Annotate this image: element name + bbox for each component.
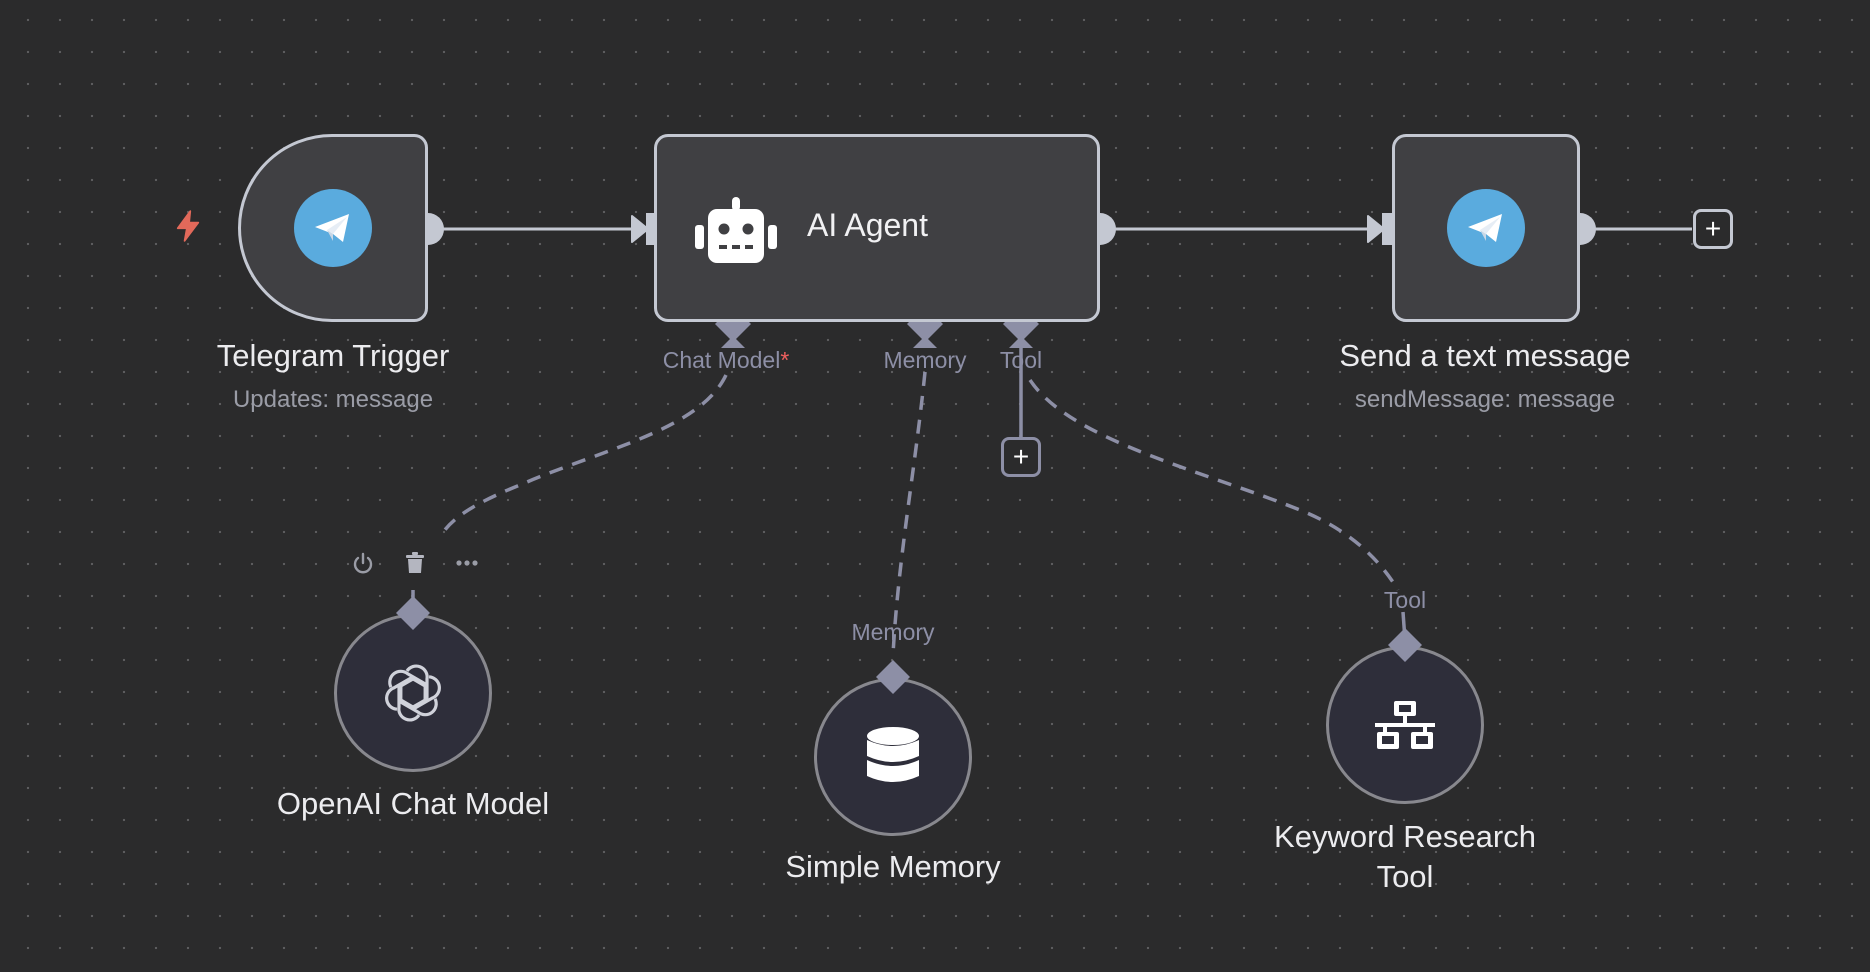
edge-chatmodel[interactable]: [438, 374, 728, 538]
add-node-button[interactable]: +: [1693, 209, 1733, 249]
port-label-text: Chat Model: [662, 347, 781, 373]
node-title-line1: Keyword Research: [1274, 819, 1536, 854]
trash-icon[interactable]: [401, 549, 429, 577]
port-label-tool: Tool: [1383, 587, 1427, 613]
node-keyword-research-tool[interactable]: [1326, 646, 1484, 804]
power-icon[interactable]: [349, 549, 377, 577]
edge-arrow: [631, 215, 649, 243]
node-telegram-trigger[interactable]: [238, 134, 428, 322]
port-label-memory: Memory: [883, 347, 967, 373]
node-ai-agent[interactable]: AI Agent: [654, 134, 1100, 322]
node-simple-memory[interactable]: [814, 678, 972, 836]
port-label-chat-model: Chat Model*: [663, 347, 790, 374]
edge-tool[interactable]: [1028, 379, 1400, 591]
more-icon[interactable]: [453, 549, 481, 577]
trigger-bolt-icon: [176, 210, 200, 242]
port-label-tool: Tool: [999, 347, 1043, 373]
node-title: Telegram Trigger: [216, 338, 450, 373]
node-title: Keyword Research Tool: [1274, 817, 1536, 897]
port-label-memory: Memory: [851, 619, 935, 645]
add-tool-button[interactable]: +: [1001, 437, 1041, 477]
telegram-icon: [294, 189, 372, 267]
node-title: Simple Memory: [785, 849, 1001, 884]
node-openai-chat-model[interactable]: [334, 614, 492, 772]
node-subtitle: sendMessage: message: [1354, 386, 1616, 413]
robot-icon: [695, 197, 777, 263]
edge-memory[interactable]: [891, 371, 927, 656]
openai-icon: [385, 664, 441, 722]
openai-input-port[interactable]: [395, 595, 431, 631]
node-title: OpenAI Chat Model: [276, 786, 550, 821]
memory-input-port[interactable]: [875, 659, 911, 695]
node-send-text-message[interactable]: [1392, 134, 1580, 322]
telegram-icon: [1447, 189, 1525, 267]
node-subtitle: Updates: message: [232, 386, 434, 413]
required-marker: *: [780, 347, 790, 373]
network-icon: [1375, 701, 1435, 749]
edge-arrow: [1367, 215, 1385, 243]
node-title: Send a text message: [1339, 338, 1631, 373]
node-title-line2: Tool: [1376, 859, 1434, 894]
tool-input-port[interactable]: [1387, 627, 1423, 663]
database-icon: [867, 727, 919, 782]
node-title: AI Agent: [807, 207, 928, 243]
